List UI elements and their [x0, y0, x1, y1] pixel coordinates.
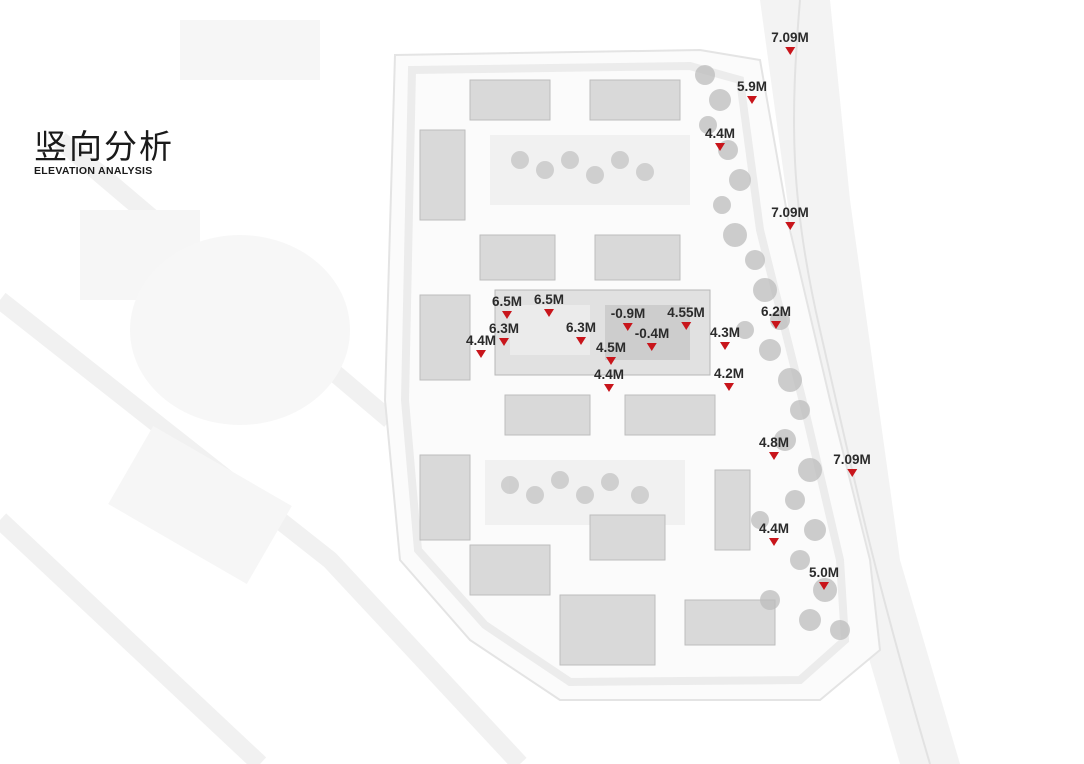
elevation-label: 7.09M — [771, 30, 809, 45]
elevation-triangle-icon — [785, 47, 795, 55]
elevation-triangle-icon — [605, 357, 616, 365]
elevation-label: 7.09M — [771, 205, 809, 220]
elevation-triangle-icon — [646, 343, 657, 351]
elevation-marker: 6.5M — [492, 294, 522, 319]
elevation-label: 4.55M — [667, 305, 705, 320]
elevation-marker: 7.09M — [833, 452, 871, 477]
elevation-marker: -0.9M — [610, 306, 646, 331]
elevation-marker: 7.09M — [771, 30, 809, 55]
elevation-label: 4.2M — [713, 366, 745, 381]
elevation-marker: 5.0M — [809, 565, 839, 590]
elevation-marker: 7.09M — [771, 205, 809, 230]
elevation-triangle-icon — [770, 321, 781, 329]
buildings — [419, 79, 776, 666]
elevation-label: 7.09M — [833, 452, 871, 467]
elevation-label: 5.0M — [808, 565, 840, 580]
page-subtitle: ELEVATION ANALYSIS — [34, 165, 153, 177]
elevation-label: 4.4M — [758, 521, 790, 536]
elevation-label: 6.2M — [760, 304, 792, 319]
elevation-label: 6.3M — [565, 320, 597, 335]
elevation-triangle-icon — [603, 384, 614, 392]
elevation-marker: 4.4M — [594, 367, 624, 392]
elevation-label: 4.4M — [704, 126, 736, 141]
elevation-triangle-icon — [498, 338, 509, 346]
elevation-triangle-icon — [575, 337, 586, 345]
elevation-marker: 6.2M — [761, 304, 791, 329]
elevation-triangle-icon — [768, 452, 779, 460]
elevation-marker: 4.55M — [667, 305, 705, 330]
elevation-triangle-icon — [785, 222, 795, 230]
page-title: 竖向分析 — [34, 127, 174, 166]
elevation-label: 6.3M — [488, 321, 520, 336]
lawn-trees — [501, 151, 654, 504]
elevation-marker: 4.2M — [714, 366, 744, 391]
elevation-label: 4.4M — [465, 333, 497, 348]
elevation-triangle-icon — [543, 309, 554, 317]
context-blocks — [80, 20, 350, 584]
elevation-triangle-icon — [818, 582, 829, 590]
elevation-marker: 4.8M — [759, 435, 789, 460]
elevation-label: 6.5M — [491, 294, 523, 309]
elevation-triangle-icon — [714, 143, 725, 151]
elevation-label: -0.9M — [610, 306, 646, 321]
elevation-marker: 4.4M — [466, 333, 496, 358]
elevation-label: 4.4M — [593, 367, 625, 382]
elevation-triangle-icon — [746, 96, 757, 104]
elevation-triangle-icon — [768, 538, 779, 546]
elevation-label: -0.4M — [634, 326, 670, 341]
elevation-triangle-icon — [681, 322, 691, 330]
elevation-marker: 4.4M — [705, 126, 735, 151]
elevation-marker: 4.4M — [759, 521, 789, 546]
elevation-label: 4.5M — [595, 340, 627, 355]
elevation-triangle-icon — [847, 469, 857, 477]
elevation-label: 6.5M — [533, 292, 565, 307]
elevation-triangle-icon — [719, 342, 730, 350]
east-road — [760, 0, 960, 764]
elevation-triangle-icon — [723, 383, 734, 391]
elevation-marker: 6.3M — [489, 321, 519, 346]
elevation-label: 4.8M — [758, 435, 790, 450]
elevation-marker: -0.4M — [634, 326, 670, 351]
elevation-label: 4.3M — [709, 325, 741, 340]
elevation-marker: 4.5M — [596, 340, 626, 365]
elevation-triangle-icon — [501, 311, 512, 319]
elevation-triangle-icon — [622, 323, 633, 331]
site-inner-road — [400, 61, 850, 687]
elevation-marker: 6.3M — [566, 320, 596, 345]
elevation-marker: 5.9M — [737, 79, 767, 104]
elevation-triangle-icon — [475, 350, 486, 358]
elevation-label: 5.9M — [736, 79, 768, 94]
elevation-marker: 4.3M — [710, 325, 740, 350]
elevation-marker: 6.5M — [534, 292, 564, 317]
east-road-edge — [793, 0, 931, 764]
